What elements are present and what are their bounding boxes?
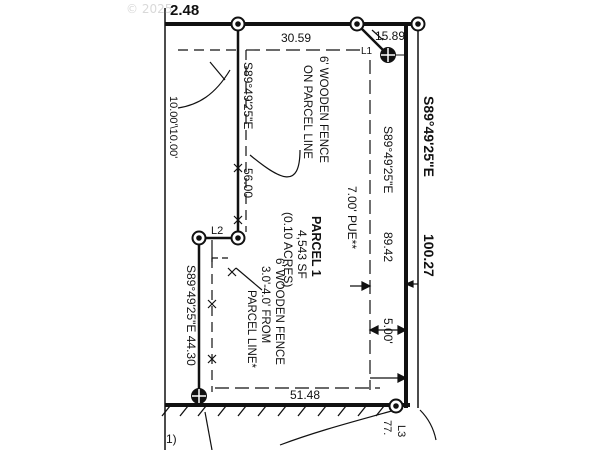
parcel-title: PARCEL 1 — [309, 216, 323, 277]
corner-distance: 15.89 — [375, 29, 405, 43]
top-segment-length: 30.59 — [281, 31, 311, 45]
monument-marker — [230, 230, 246, 246]
west-length: 56.00 — [241, 168, 255, 198]
fence-note2-leader — [235, 267, 263, 291]
arrowhead — [404, 280, 414, 288]
setback-label: 5.00' — [381, 318, 395, 344]
dimension-lines — [177, 29, 437, 450]
arrowhead — [368, 325, 379, 335]
inner-east-length: 89.42 — [381, 232, 395, 262]
fence-note-1-line-2: ON PARCEL LINE — [301, 65, 313, 159]
monument-marker — [388, 398, 404, 414]
easement-lines — [178, 49, 380, 392]
bottom-right-partial: 77. — [381, 420, 393, 435]
arrowhead — [361, 281, 372, 291]
left-partial-dims: 10.00'\10.00' — [167, 96, 179, 158]
fence-note-leader — [249, 149, 301, 178]
monument-marker — [410, 16, 426, 32]
l3-curve — [419, 409, 437, 441]
arrowhead — [397, 373, 408, 383]
inner-east-bearing: S89°49'25"E — [381, 126, 395, 193]
west-bearing: S89°49'25"E — [241, 62, 255, 129]
bottom-leader — [204, 411, 213, 450]
fence-x-mark — [233, 163, 243, 173]
fence-x-mark — [207, 299, 217, 309]
pue-label: 7.00' PUE** — [345, 186, 359, 249]
bottom-length: 51.48 — [290, 388, 320, 402]
parcel-area-acres: (0.10 ACRES) — [281, 212, 295, 287]
l1-leader — [371, 29, 384, 41]
label-l2: L2 — [211, 225, 223, 237]
label-l3: L3 — [395, 425, 407, 437]
bottom-left-partial: 1) — [166, 432, 177, 446]
monument-marker-filled — [191, 388, 207, 404]
hatch-marks — [161, 405, 385, 417]
fence-x-mark — [207, 354, 217, 364]
fence-note-2-line-2: 3.0'-4.0' FROM — [259, 266, 271, 343]
east-length: 100.27 — [421, 234, 437, 277]
watermark: © 2025 — [126, 2, 172, 16]
south-bearing: S89°49'25"E 44.30 — [184, 265, 198, 366]
left-dash-arrow — [209, 61, 226, 81]
monument-marker-filled — [380, 47, 396, 63]
fence-x-mark — [227, 267, 237, 277]
east-bearing: S89°49'25"E — [421, 96, 437, 177]
fence-note-2-line-1: 6' WOODEN FENCE — [273, 258, 285, 365]
monument-marker — [349, 16, 365, 32]
monument-marker — [230, 16, 246, 32]
label-l1: L1 — [361, 46, 373, 57]
bottom-curve — [279, 409, 396, 446]
monuments — [191, 16, 426, 414]
fence-note-2-line-3: PARCEL LINE* — [245, 290, 257, 368]
boundary-lines — [164, 8, 420, 450]
top-bearing-partial: 2.48 — [170, 2, 199, 19]
parcel-area-sf: 4,543 SF — [295, 230, 309, 279]
monument-marker — [191, 230, 207, 246]
fence-marks — [207, 163, 243, 364]
fence-note-1-line-1: 6' WOODEN FENCE — [317, 56, 329, 163]
left-leader — [177, 69, 231, 109]
arrowhead — [397, 325, 408, 335]
ground-hatching — [161, 405, 385, 417]
fence-x-mark — [233, 215, 243, 225]
